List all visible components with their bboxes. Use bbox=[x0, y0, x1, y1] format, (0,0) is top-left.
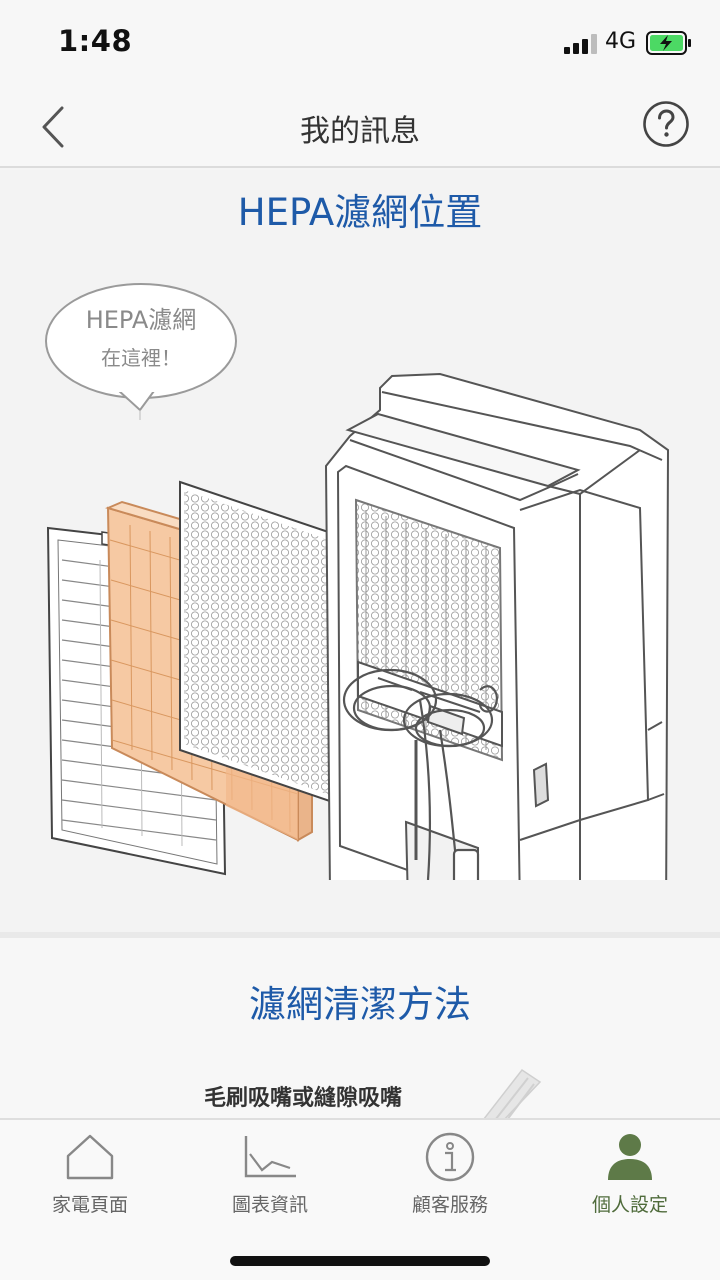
dehumidifier-illustration bbox=[45, 283, 670, 880]
cleaning-method-label: 毛刷吸嘴或縫隙吸嘴 bbox=[204, 1086, 403, 1111]
info-icon bbox=[425, 1132, 475, 1182]
tab-service[interactable]: 顧客服務 bbox=[360, 1120, 540, 1240]
tab-home-label: 家電頁面 bbox=[51, 1194, 128, 1216]
battery-icon bbox=[646, 31, 691, 55]
page-title: 我的訊息 bbox=[300, 114, 420, 149]
filter-location-section: HEPA濾網位置 bbox=[0, 170, 720, 932]
power-cord bbox=[342, 668, 498, 880]
dehumidifier-body bbox=[324, 372, 670, 880]
signal-icon bbox=[564, 34, 597, 54]
content-area[interactable]: HEPA濾網位置 bbox=[0, 170, 720, 1118]
back-button[interactable] bbox=[34, 104, 74, 150]
bubble-subtitle: 在這裡！ bbox=[101, 346, 181, 370]
status-time: 1:48 bbox=[58, 24, 133, 58]
filter-location-title: HEPA濾網位置 bbox=[237, 191, 483, 234]
tab-bar: 家電頁面 圖表資訊 顧客服務 個人設定 bbox=[0, 1118, 720, 1280]
vacuum-nozzle-icon bbox=[483, 1068, 542, 1118]
tab-service-label: 顧客服務 bbox=[411, 1194, 488, 1216]
status-bar: 1:48 4G bbox=[0, 0, 720, 86]
speech-bubble bbox=[45, 283, 237, 412]
chart-icon bbox=[244, 1136, 296, 1178]
filter-cleaning-section: 濾網清潔方法 毛刷吸嘴或縫隙吸嘴 bbox=[0, 938, 720, 1118]
tab-settings-label: 個人設定 bbox=[591, 1194, 668, 1216]
home-indicator[interactable] bbox=[230, 1256, 490, 1266]
section-divider bbox=[0, 932, 720, 938]
pre-filter-mesh bbox=[179, 480, 360, 812]
tab-home[interactable]: 家電頁面 bbox=[0, 1120, 180, 1240]
tab-chart-label: 圖表資訊 bbox=[231, 1194, 308, 1216]
filter-cleaning-title: 濾網清潔方法 bbox=[249, 983, 471, 1026]
bubble-title: HEPA濾網 bbox=[85, 306, 197, 334]
home-icon bbox=[66, 1134, 114, 1180]
tab-chart[interactable]: 圖表資訊 bbox=[180, 1120, 360, 1240]
navigation-bar: 我的訊息 bbox=[0, 86, 720, 168]
help-button[interactable] bbox=[642, 100, 690, 148]
network-label: 4G bbox=[605, 29, 637, 54]
tab-settings[interactable]: 個人設定 bbox=[540, 1120, 720, 1240]
person-icon bbox=[608, 1134, 652, 1180]
